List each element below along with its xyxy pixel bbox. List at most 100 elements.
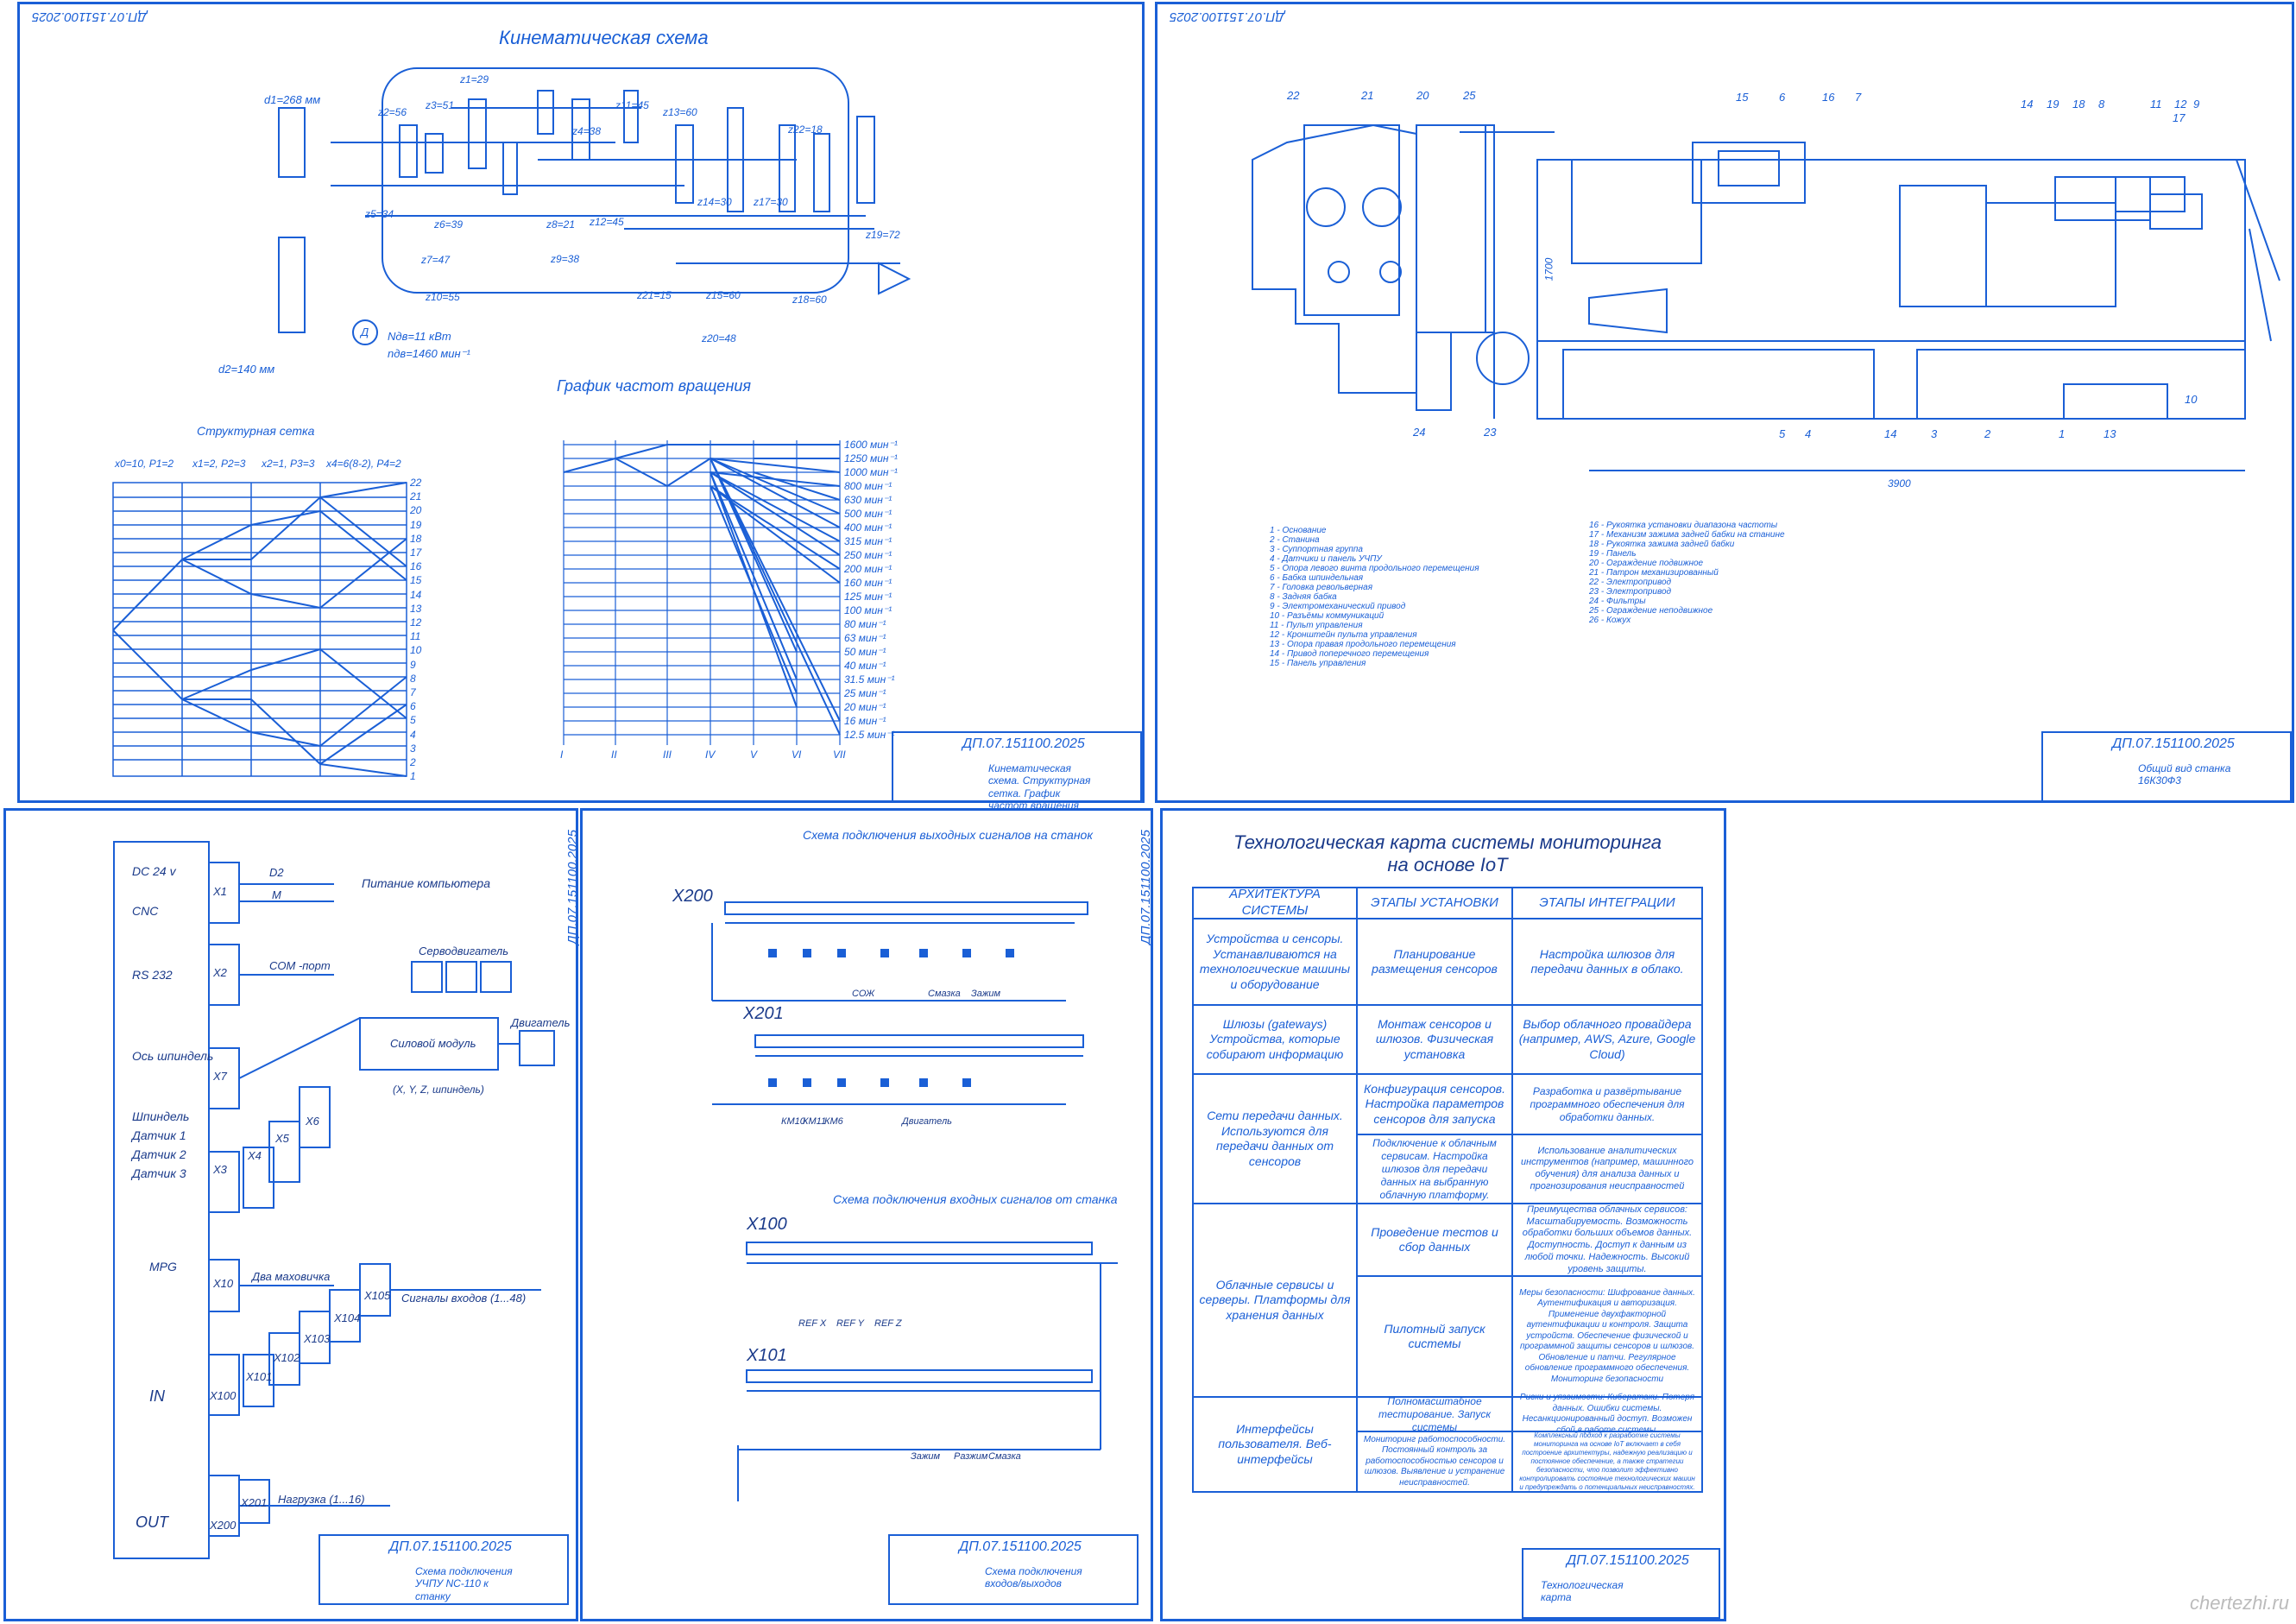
legend-item: 15 - Панель управления [1270, 659, 1366, 668]
column-header: ЭТАПЫ ИНТЕГРАЦИИ [1513, 888, 1703, 919]
io-schematic [711, 901, 1118, 1501]
grid-row-number: 12 [410, 616, 422, 629]
port-label: Датчик 1 [132, 1128, 186, 1142]
grid-row-number: 15 [410, 574, 422, 587]
callout: 20 [1416, 89, 1429, 102]
speed-value: 400 мин⁻¹ [844, 521, 893, 534]
stamp-description: Схема подключения УЧПУ NC-110 к станку [415, 1565, 513, 1602]
watermark: chertezhi.ru [2190, 1592, 2289, 1614]
stamp-code: ДП.07.151100.2025 [389, 1539, 512, 1554]
input-label: Смазка [988, 1451, 1021, 1462]
title-block: ДП.07.151100.2025 Схема подключения вход… [888, 1534, 1139, 1605]
shaft-label: IV [705, 749, 716, 761]
speed-graph-title: График частот вращения [557, 377, 751, 395]
output-label: Двигатель [902, 1116, 952, 1127]
table-cell: Подключение к облачным сервисам. Настрой… [1358, 1135, 1513, 1204]
legend-item: 6 - Бабка шпиндельная [1270, 573, 1364, 583]
gear-label: z17=30 [754, 196, 788, 208]
gear-label: z5=34 [365, 208, 394, 220]
gear-label: z4=38 [572, 125, 602, 137]
grid-row-number: 7 [410, 686, 416, 699]
callout: 5 [1779, 427, 1786, 440]
table-cell: Устройства и сенсоры. Устанавливаются на… [1194, 919, 1358, 1006]
legend-item: 17 - Механизм зажима задней бабки на ста… [1589, 530, 1785, 540]
gear-label: z7=47 [421, 254, 451, 266]
shaft-label: VI [792, 749, 802, 761]
callout: 4 [1805, 427, 1812, 440]
connector-label: X103 [304, 1332, 331, 1345]
connector-label: X10 [213, 1277, 234, 1290]
callout: 23 [1484, 426, 1497, 439]
callout: 14 [2021, 98, 2034, 111]
legend-left: 1 - Основание 2 - Станина 3 - Суппортная… [1270, 526, 1555, 668]
speed-value: 16 мин⁻¹ [844, 715, 886, 727]
port-label: CNC [132, 904, 159, 918]
grid-row-number: 6 [410, 700, 416, 713]
connector-label: X101 [246, 1370, 273, 1383]
sheet-general-view: ДП.07.151100.2025 [1155, 2, 2294, 803]
speed-value: 200 мин⁻¹ [844, 563, 893, 575]
grid-row-number: 16 [410, 560, 422, 573]
connector-label: X1 [213, 885, 227, 898]
gear-label: z15=60 [706, 289, 741, 301]
callout: 21 [1361, 89, 1374, 102]
grid-row-number: 17 [410, 547, 422, 559]
cnc-wiring [113, 841, 555, 1559]
table-cell: Разработка и развёртывание программного … [1513, 1075, 1703, 1135]
pulley-bottom-label: d2=140 мм [218, 363, 275, 376]
table-cell: Комплексный подход к разработке системы … [1513, 1431, 1703, 1493]
grid-param: x2=1, P3=3 [262, 458, 315, 470]
title-block: ДП.07.151100.2025 Кинематическая схема. … [892, 731, 1142, 812]
callout: 6 [1779, 91, 1786, 104]
speed-value: 63 мин⁻¹ [844, 632, 886, 644]
speed-value: 1000 мин⁻¹ [844, 466, 898, 478]
speed-value: 20 мин⁻¹ [844, 701, 886, 713]
connector-label: X102 [274, 1351, 300, 1364]
power-module-label: Силовой модуль [390, 1037, 476, 1050]
grid-row-number: 21 [410, 490, 422, 503]
input-label: REF Y [836, 1318, 864, 1329]
connector-label: X105 [364, 1289, 391, 1302]
shaft-label: VII [833, 749, 846, 761]
legend-item: 9 - Электромеханический привод [1270, 602, 1406, 611]
table-cell: Облачные сервисы и серверы. Платформы дл… [1194, 1204, 1358, 1398]
port-label: DC 24 v [132, 864, 176, 878]
connector-label: X104 [334, 1311, 361, 1324]
block-label: X201 [743, 1004, 784, 1023]
speed-value: 1600 мин⁻¹ [844, 439, 898, 451]
grid-row-number: 18 [410, 532, 422, 545]
port-label: RS 232 [132, 968, 173, 982]
port-label: Шпиндель [132, 1109, 190, 1123]
grid-row-number: 3 [410, 742, 416, 755]
port-label: MPG [149, 1260, 177, 1273]
table-cell: Проведение тестов и сбор данных [1358, 1204, 1513, 1277]
grid-param: x4=6(8-2), P4=2 [326, 458, 401, 470]
grid-param: x0=10, P1=2 [115, 458, 174, 470]
shaft-label: I [560, 749, 564, 761]
input-label: Зажим [911, 1451, 941, 1462]
gear-label: z21=15 [637, 289, 672, 301]
kinematic-drawing [278, 67, 911, 345]
title-block: ДП.07.151100.2025 Общий вид станка 16К30… [2041, 731, 2292, 802]
gear-label: z8=21 [546, 218, 576, 231]
kinematic-title: Кинематическая схема [499, 27, 709, 48]
motor-label: Двигатель [511, 1016, 571, 1029]
speed-value: 500 мин⁻¹ [844, 508, 893, 520]
servo-label: Серводвигатель [419, 945, 509, 957]
sheet-kinematic: ДП.07.151100.2025 Кинематическая схема [17, 2, 1145, 812]
legend-item: 25 - Ограждение неподвижное [1589, 606, 1713, 616]
gear-label: z12=45 [590, 216, 624, 228]
grid-row-numbers: 22 21 20 19 18 17 16 15 14 13 12 11 10 9… [410, 476, 436, 783]
legend-item: 13 - Опора правая продольного перемещени… [1270, 640, 1456, 649]
legend-item: 4 - Датчики и панель УЧПУ [1270, 554, 1382, 564]
port-label: IN [149, 1387, 165, 1405]
callout: 10 [2185, 393, 2198, 406]
table-cell: Настройка шлюзов для передачи данных в о… [1513, 919, 1703, 1006]
load-label: Нагрузка (1...16) [278, 1493, 365, 1506]
gear-label: z10=55 [426, 291, 460, 303]
speed-value: 800 мин⁻¹ [844, 480, 893, 492]
callout: 9 [2193, 98, 2200, 111]
output-label: КМ6 [824, 1116, 843, 1127]
grid-row-number: 20 [410, 504, 422, 517]
gear-label: z22=18 [788, 123, 823, 136]
